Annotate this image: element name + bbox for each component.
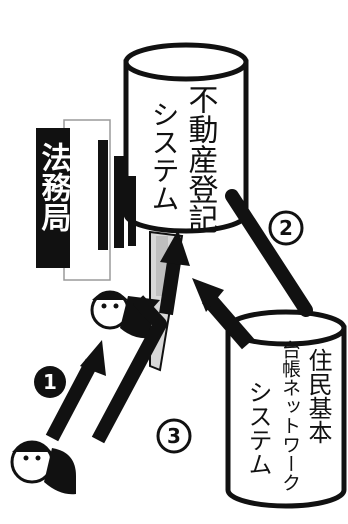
arrow-counter-to-registry — [159, 230, 190, 316]
step-2-badge: 2 — [268, 210, 304, 246]
juki-label-line1: 住民基本 — [304, 348, 332, 444]
step-3-badge: 3 — [156, 418, 192, 454]
juki-label-line2: 台帳ネットワーク — [279, 340, 301, 492]
registry-system-cylinder — [123, 42, 249, 234]
juki-label-line3: システム — [244, 380, 272, 476]
step-1-badge: 1 — [34, 366, 66, 398]
office-building — [63, 119, 136, 281]
arrow-juki-to-counter — [192, 278, 255, 350]
citizen-person-icon — [10, 440, 76, 495]
registry-system-label-line2: システム — [148, 100, 181, 212]
registry-system-label-line1: 不動産登記 — [183, 84, 219, 234]
svg-text:2: 2 — [279, 216, 293, 240]
svg-text:3: 3 — [167, 424, 181, 448]
arrow-step-3 — [91, 295, 167, 444]
arrow-step-1 — [45, 340, 106, 442]
office-label: 法務局 — [36, 142, 72, 232]
svg-text:1: 1 — [43, 370, 57, 394]
office-sign — [36, 128, 70, 268]
arrow-step-2 — [225, 189, 313, 317]
